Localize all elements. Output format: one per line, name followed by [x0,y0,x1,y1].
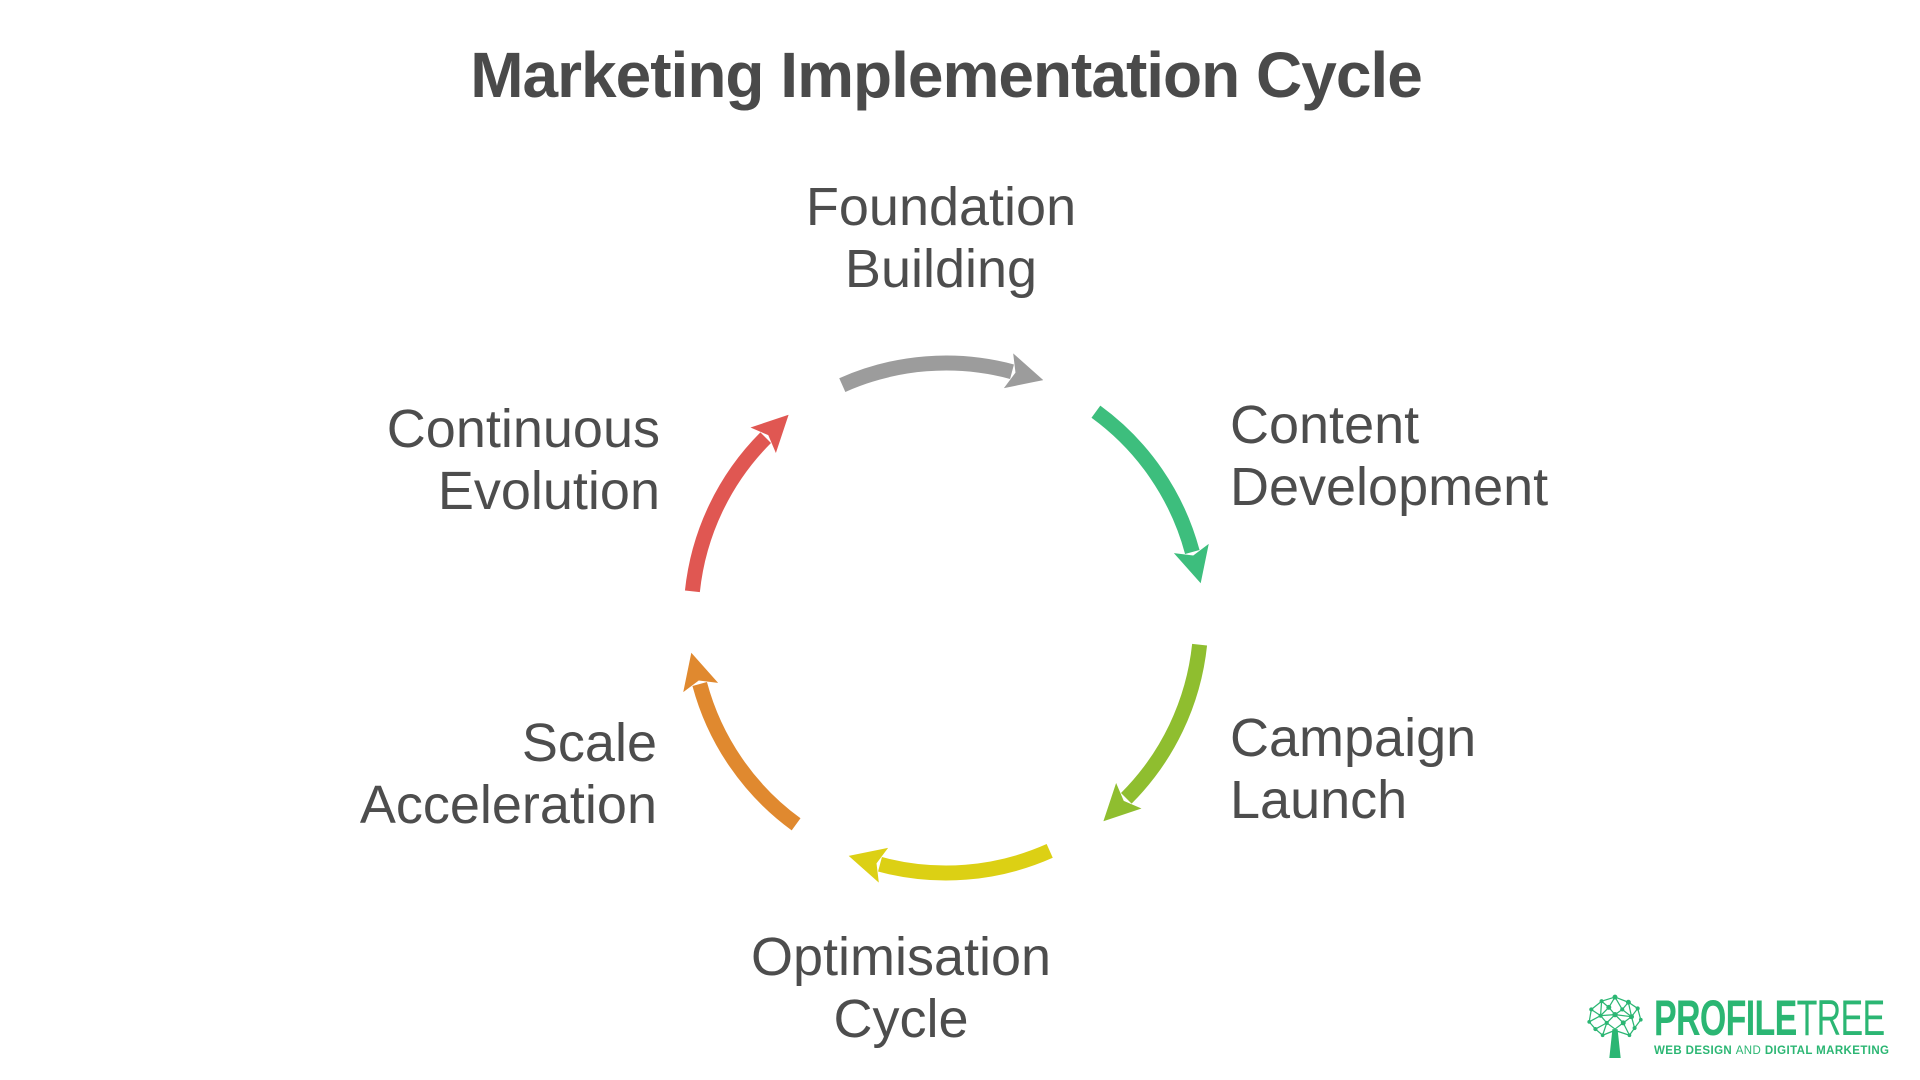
arc-continuous-evolution [684,414,789,593]
arc-content-development [1091,405,1209,584]
stage-label-line-2: Cycle [833,989,969,1049]
logo-tagline: WEB DESIGN AND DIGITAL MARKETING [1654,1045,1920,1058]
stage-label-optimisation-cycle: Optimisation Cycle [601,926,1201,1050]
stage-label-line-2: Building [844,239,1038,299]
stage-label-line-2: Launch [1230,770,1408,830]
profiletree-logo-text: PROFILETREE WEB DESIGN AND DIGITAL MARKE… [1654,993,1920,1058]
stage-label-campaign-launch: Campaign Launch [1230,707,1476,831]
arc-scale-acceleration [683,652,801,831]
profiletree-tree-icon [1587,994,1643,1058]
logo-tagline-digital-marketing: DIGITAL MARKETING [1764,1045,1890,1057]
logo-brand-tree: TREE [1796,990,1886,1046]
stage-label-line-2: Evolution [437,461,660,521]
logo-tagline-web-design: WEB DESIGN [1654,1045,1733,1057]
stage-label-line-1: Foundation [805,177,1077,237]
logo-brand-profile: PROFILE [1654,990,1797,1046]
diagram-title: Marketing Implementation Cycle [470,39,1423,111]
logo-tagline-and: AND [1735,1045,1762,1057]
arc-foundation-building [839,353,1044,392]
stage-label-line-1: Optimisation [750,927,1052,987]
stage-label-continuous-evolution: Continuous Evolution [160,398,660,522]
stage-label-line-1: Content [1230,395,1420,455]
stage-label-foundation-building: Foundation Building [641,176,1241,300]
stage-label-content-development: Content Development [1230,394,1548,518]
arc-optimisation-cycle [848,844,1053,883]
stage-label-scale-acceleration: Scale Acceleration [157,712,657,836]
arc-campaign-launch [1103,643,1208,822]
profiletree-logo: PROFILETREE WEB DESIGN AND DIGITAL MARKE… [1586,993,1920,1060]
stage-label-line-1: Continuous [386,399,660,459]
stage-label-line-2: Development [1230,457,1549,517]
stage-label-line-2: Acceleration [359,775,657,835]
stage-label-line-1: Scale [521,713,657,773]
stage-label-line-1: Campaign [1230,708,1477,768]
logo-brand-text: PROFILETREE [1654,993,1885,1043]
